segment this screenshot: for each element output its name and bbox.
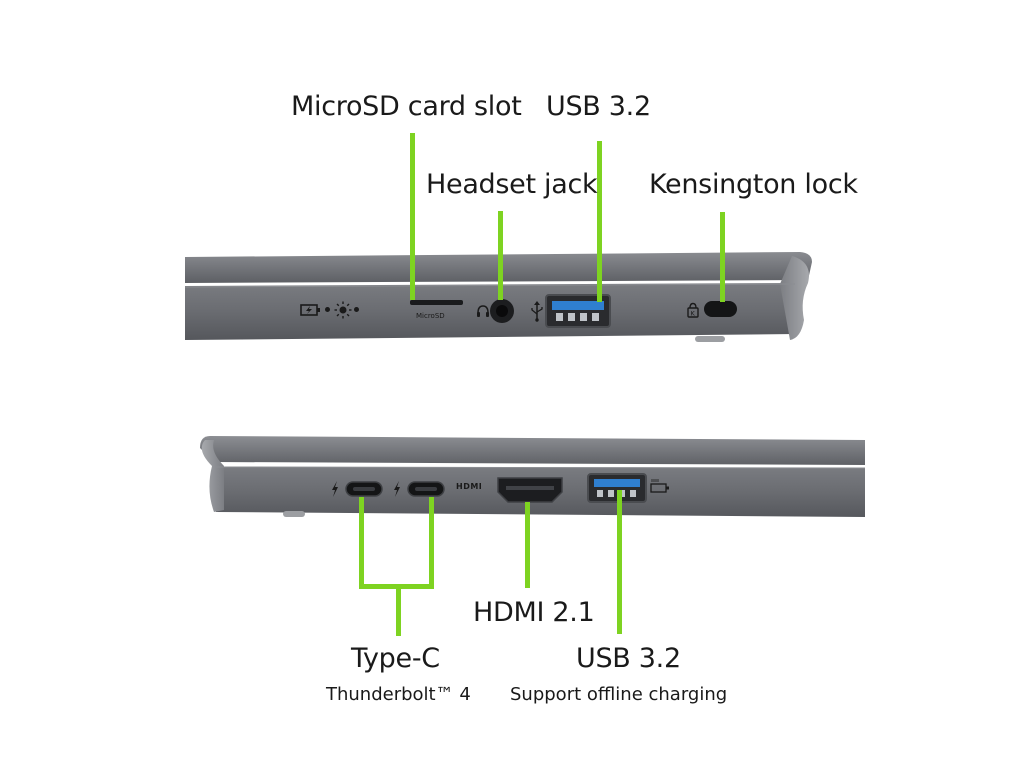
label-thunderbolt: Thunderbolt™ 4 (326, 684, 471, 705)
battery-charge-icon (300, 304, 320, 316)
thunderbolt-icon (332, 481, 338, 497)
callout-line-microsd (410, 133, 415, 300)
status-dot (325, 307, 330, 312)
thunderbolt-icon (394, 481, 400, 497)
callout-line-headset (498, 211, 503, 300)
label-support-offline-charging: Support offline charging (510, 684, 728, 705)
label-hdmi: HDMI 2.1 (473, 597, 595, 628)
callout-line-usb-top (597, 141, 602, 302)
label-headset-jack: Headset jack (426, 169, 598, 200)
label-usb-top: USB 3.2 (546, 91, 651, 122)
offline-charge-icon (650, 479, 669, 493)
callout-line-kensington (720, 212, 725, 302)
kensington-lock-slot (704, 301, 737, 317)
callout-line-hdmi (525, 502, 530, 588)
headset-icon (477, 305, 489, 317)
status-dot (354, 307, 359, 312)
label-type-c: Type-C (351, 643, 440, 674)
callout-line-type-c-2 (429, 497, 434, 588)
microsd-slot (410, 300, 463, 305)
kensington-icon: K (687, 302, 699, 318)
usb-symbol-icon (531, 301, 543, 322)
label-microsd-card-slot: MicroSD card slot (291, 91, 522, 122)
power-light-icon (334, 301, 352, 319)
callout-line-type-c-1 (359, 497, 364, 588)
label-kensington-lock: Kensington lock (649, 169, 858, 200)
label-usb-bottom: USB 3.2 (576, 643, 681, 674)
hdmi-port-label: HDMI (456, 482, 483, 491)
svg-text:K: K (691, 310, 696, 318)
callout-line-usb-bottom (617, 490, 622, 634)
microsd-port-label: MicroSD (416, 312, 445, 320)
callout-line-type-c-stem (396, 584, 401, 636)
